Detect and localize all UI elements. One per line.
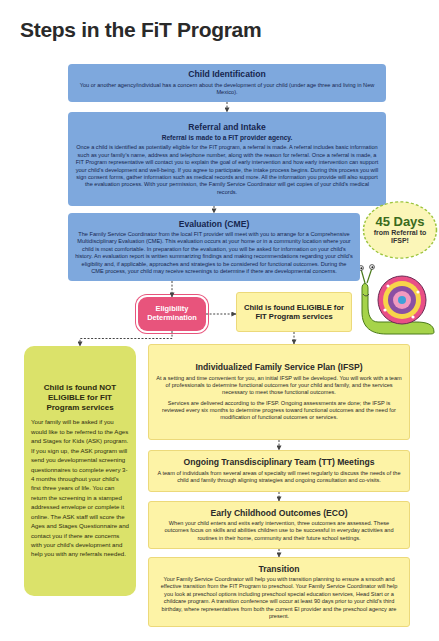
process-box: Child IdentificationYou or another agenc… xyxy=(68,64,386,102)
snail-dot xyxy=(411,315,414,318)
node-text: A team of individuals from several areas… xyxy=(156,470,402,485)
node-heading: Child is found NOT ELIGIBLE for FIT Prog… xyxy=(31,383,129,412)
node-heading: Transition xyxy=(156,564,402,574)
snail-dot xyxy=(386,284,389,287)
snail-stalk xyxy=(367,268,372,283)
snail-illustration xyxy=(358,262,436,338)
node-text: Once a child is identified as potentiall… xyxy=(75,144,379,196)
process-box: Ongoing Transdisciplinary Team (TT) Meet… xyxy=(148,450,410,492)
snail-shell xyxy=(383,281,421,319)
node-text: You or another agency/individual has a c… xyxy=(75,82,379,97)
node-text: Services are delivered according to the … xyxy=(156,400,402,422)
flow-arrow xyxy=(214,206,215,213)
snail-shell xyxy=(398,296,406,304)
node-heading: Child Identification xyxy=(75,69,379,79)
process-box: Referral and IntakeReferral is made to a… xyxy=(68,112,386,206)
node-text: Your Family Service Coordinator will hel… xyxy=(156,576,402,620)
node-heading: Individualized Family Service Plan (IFSP… xyxy=(156,362,402,372)
node-heading: Child is found ELIGIBLE for FIT Program … xyxy=(244,303,344,321)
flow-arrow xyxy=(206,314,236,315)
node-heading: Ongoing Transdisciplinary Team (TT) Meet… xyxy=(156,457,402,467)
flow-arrow xyxy=(294,332,295,344)
node-heading: 45 Days xyxy=(370,215,430,228)
snail-smile xyxy=(363,294,369,296)
process-box: Evaluation (CME) The Family Service Coord… xyxy=(68,213,360,281)
process-box: TransitionYour Family Service Coordinato… xyxy=(148,557,410,627)
snail-shell xyxy=(393,291,411,309)
flow-arrow xyxy=(279,549,280,557)
snail-eye xyxy=(370,265,375,270)
decision-box: Eligibility Determination xyxy=(138,297,206,331)
outcome-box: Child is found ELIGIBLE for FIT Program … xyxy=(236,292,352,332)
node-text: Your family will be asked if you would l… xyxy=(31,417,129,559)
node-text: from Referral to IFSP! xyxy=(370,229,430,245)
snail-dot xyxy=(416,290,419,293)
node-text: When your child enters and exits early i… xyxy=(156,520,402,542)
flow-arrow xyxy=(279,440,280,450)
diagram-title: Steps in the FiT Program xyxy=(20,18,261,42)
callout-bubble: 45 Daysfrom Referral to IFSP! xyxy=(362,200,438,260)
snail-shell xyxy=(378,276,426,324)
node-text: At a setting and time convenient for you… xyxy=(156,375,402,397)
node-heading: Early Childhood Outcomes (ECO) xyxy=(156,508,402,518)
node-heading: Referral and Intake xyxy=(75,122,379,132)
snail-stalk xyxy=(361,269,365,283)
outcome-box: Child is found NOT ELIGIBLE for FIT Prog… xyxy=(24,346,136,596)
flow-arrow xyxy=(279,492,280,501)
node-heading: Eligibility Determination xyxy=(142,305,202,323)
flow-arrow xyxy=(172,281,173,297)
callout-outline xyxy=(364,202,437,258)
flow-arrow xyxy=(227,102,228,112)
node-text: Referral is made to a FIT provider agenc… xyxy=(75,134,379,142)
process-box: Early Childhood Outcomes (ECO) When your … xyxy=(148,501,410,549)
process-box: Individualized Family Service Plan (IFSP… xyxy=(148,344,410,440)
snail-pupil xyxy=(360,267,362,269)
node-heading: Evaluation (CME) xyxy=(75,219,353,229)
snail-pupil xyxy=(371,266,373,268)
snail-shell xyxy=(388,286,416,314)
node-text: The Family Service Coordinator from the … xyxy=(75,231,353,275)
snail-dot xyxy=(383,308,386,311)
